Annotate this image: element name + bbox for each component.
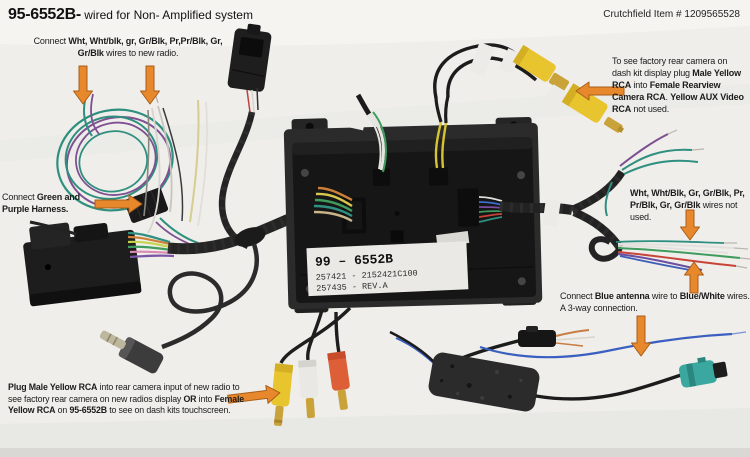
annotation-yellow-rca: Plug Male Yellow RCA into rear camera in… <box>8 382 244 416</box>
callout-arrows <box>73 65 704 404</box>
cable-label-tag <box>469 42 495 76</box>
fakra-connector <box>679 356 728 388</box>
annotation-rear-camera: To see factory rear camera on dash kit d… <box>612 56 744 114</box>
arrow-to-green-purple-icon <box>94 194 143 214</box>
red-rca-plug <box>327 351 350 411</box>
wrinkle-shade-bottom <box>0 408 750 457</box>
model-number: 95-6552B- <box>8 6 81 23</box>
cable-label-tag <box>542 199 561 227</box>
annotation-blue-antenna: Connect Blue antenna wire to Blue/White … <box>560 291 750 313</box>
aux-cable-coil <box>99 243 259 374</box>
annotation-radio-wires: Connect Wht, Wht/blk, gr, Gr/Blk, Pr,Pr/… <box>33 36 223 58</box>
foam-sleeve <box>428 352 540 412</box>
module-pigtails <box>313 93 503 223</box>
cable-label-tag <box>499 48 521 74</box>
top-black-connector <box>218 23 272 249</box>
page-title: 95-6552B- wired for Non- Amplified syste… <box>8 6 253 24</box>
module-part-number: 99 – 6552B <box>315 251 394 269</box>
arrow-to-camera-rca-icon <box>575 81 625 101</box>
arrow-to-stripped-wires-icon <box>140 65 160 105</box>
white-rca-plug <box>298 359 319 419</box>
camera-rca-junction <box>433 42 624 133</box>
arrow-to-unused-wires-down-icon <box>680 209 700 241</box>
arrow-to-blue-wire-icon <box>631 315 651 357</box>
module-serial: 257421 - 2152421C100 <box>316 268 418 282</box>
wrinkle-highlight <box>0 0 750 47</box>
photo-edge <box>0 448 750 457</box>
cable-label-tag <box>339 109 367 131</box>
female-camera-rca <box>561 83 608 123</box>
arrow-to-yellow-rca-icon <box>227 384 281 404</box>
module-label: 99 – 6552B 257421 - 2152421C100 257435 -… <box>306 241 469 297</box>
arrow-to-unused-wires-up-icon <box>684 261 704 294</box>
blue-antenna-wire <box>479 332 733 359</box>
vehicle-harness-connector <box>23 194 350 307</box>
interface-module: 99 – 6552B 257421 - 2152421C100 257435 -… <box>283 116 543 314</box>
annotation-wires-not-used: Wht, Wht/Blk, Gr, Gr/Blk, Pr, Pr/Blk, Gr… <box>630 188 745 222</box>
crutchfield-item-number: Crutchfield Item # 1209565528 <box>603 9 740 20</box>
model-description: wired for Non- Amplified system <box>80 8 253 22</box>
stripped-wires-fan <box>143 92 208 234</box>
arrow-to-coil-icon <box>73 65 93 105</box>
antenna-adapter <box>389 326 747 412</box>
rca-barrel <box>548 72 570 92</box>
module-revision: 257435 - REV.A <box>316 281 389 294</box>
cable-label-tag <box>540 84 567 115</box>
antenna-din-plug <box>518 326 596 347</box>
right-harness <box>499 129 750 271</box>
annotation-green-purple: Connect Green and Purple Harness. <box>2 192 80 214</box>
male-yellow-rca <box>512 44 556 82</box>
mini-plug-3-5mm <box>99 330 164 374</box>
